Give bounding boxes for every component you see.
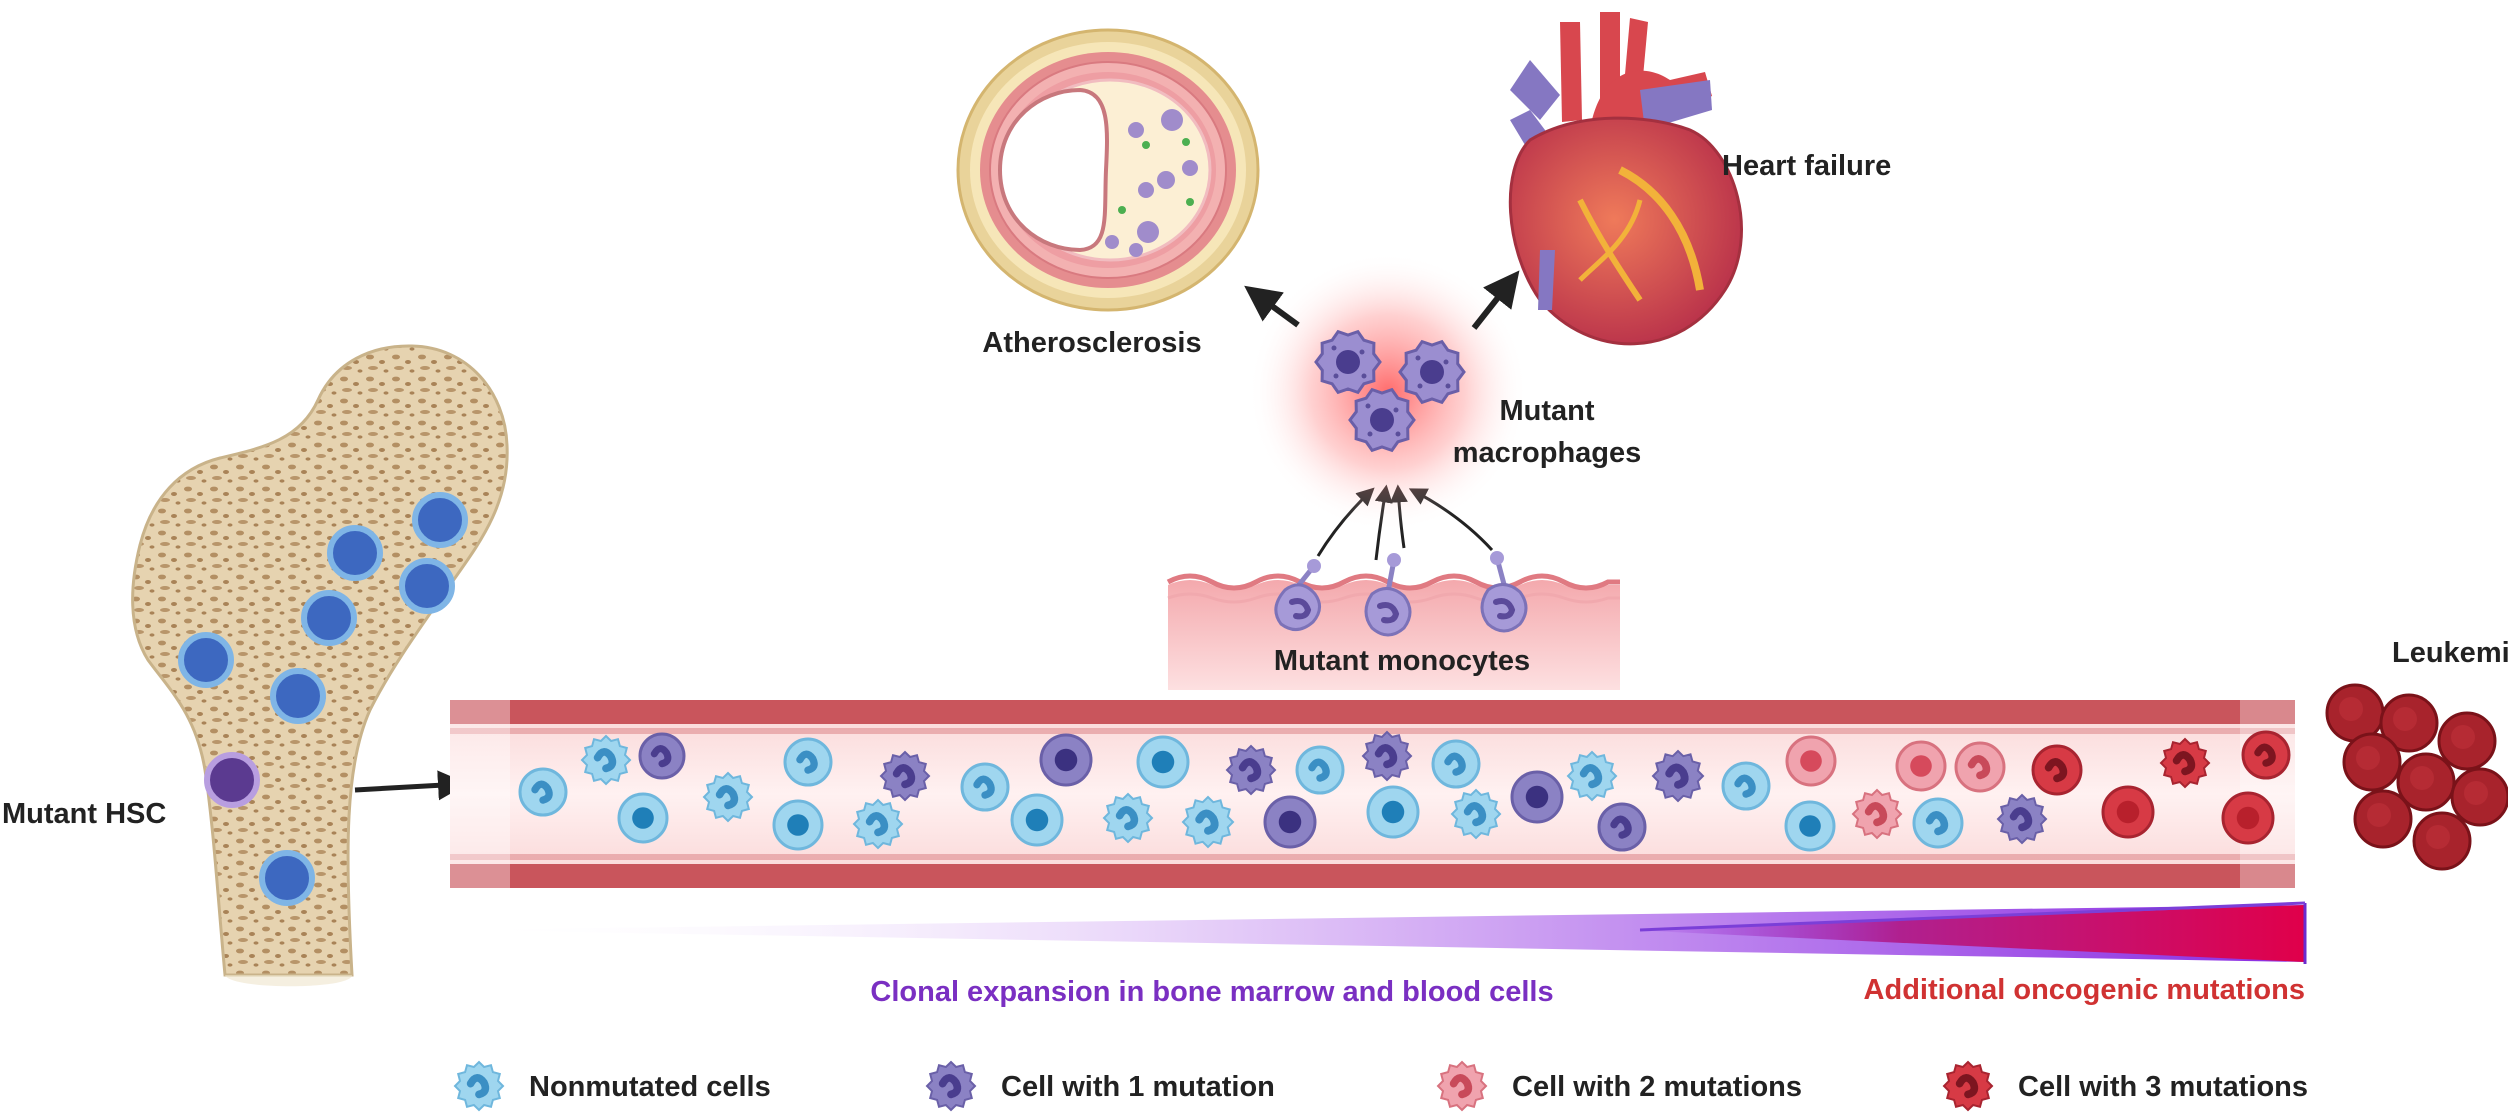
blood-cell <box>638 732 686 780</box>
macrophage-cell <box>1398 339 1466 405</box>
blood-cell <box>783 737 833 787</box>
blood-cell <box>1510 770 1564 824</box>
blood-cell <box>2031 744 2083 796</box>
additional-mutations-label: Additional oncogenic mutations <box>1864 974 2305 1006</box>
blood-cell <box>1225 744 1277 796</box>
blood-cell <box>1895 740 1947 792</box>
legend-item: Cell with 1 mutation <box>925 1060 1275 1112</box>
blood-cell <box>1263 795 1317 849</box>
blood-cell <box>580 734 632 786</box>
blood-cell <box>1366 785 1420 839</box>
mutant-monocytes-label: Mutant monocytes <box>1274 645 1530 677</box>
arrow-to-atherosclerosis <box>1244 285 1300 328</box>
blood-cell <box>960 762 1010 812</box>
vessel-cells <box>518 730 2291 852</box>
artery-cross-section <box>956 28 1260 312</box>
blood-cell <box>1431 739 1481 789</box>
legend-label: Cell with 1 mutation <box>1001 1071 1275 1103</box>
macrophage-cell <box>1314 329 1382 395</box>
macrophage-cell <box>1348 387 1416 453</box>
blood-cell <box>1361 730 1413 782</box>
hsc-cell <box>270 668 326 724</box>
monocyte-cell <box>1274 559 1321 631</box>
leukemia-cell <box>2379 693 2439 753</box>
blood-cell <box>1954 741 2006 793</box>
blood-cell <box>1010 793 1064 847</box>
heart-failure-label: Heart failure <box>1722 150 1891 182</box>
leukemia-cell <box>2353 789 2413 849</box>
hsc-cell <box>259 850 315 906</box>
blood-cell <box>879 750 931 802</box>
blood-cell <box>1102 792 1154 844</box>
plaque-particles <box>1105 109 1198 257</box>
legend-label: Cell with 2 mutations <box>1512 1071 1802 1103</box>
leukemia-cell-cluster <box>2325 683 2508 871</box>
blood-cell <box>1450 788 1502 840</box>
mutant-macrophages-label-line1: Mutant <box>1499 395 1594 427</box>
hsc-cell <box>399 558 455 614</box>
mutant-monocytes <box>1274 551 1528 637</box>
hsc-cell <box>301 590 357 646</box>
blood-cell <box>1566 750 1618 802</box>
blood-cell <box>2159 737 2211 789</box>
monocyte-cell <box>1480 551 1528 633</box>
blood-cell <box>1295 745 1345 795</box>
blood-cell <box>1651 749 1705 803</box>
leukemia-cell <box>2396 752 2456 812</box>
leukemia-label: Leukemia <box>2392 637 2508 669</box>
mutant-hsc-label: Mutant HSC <box>2 798 166 830</box>
atherosclerosis-label: Atherosclerosis <box>982 327 1201 359</box>
legend-label: Cell with 3 mutations <box>2018 1071 2308 1103</box>
hsc-cell <box>327 525 383 581</box>
hsc-cell <box>412 492 468 548</box>
leukemia-cell <box>2325 683 2385 743</box>
blood-cell <box>1039 733 1093 787</box>
blood-cell <box>1996 793 2048 845</box>
legend: Nonmutated cells Cell with 1 mutation Cell… <box>453 1060 2308 1112</box>
blood-cell <box>1785 735 1837 787</box>
blood-cell <box>617 792 669 844</box>
blood-cell <box>1597 802 1647 852</box>
hsc-cell <box>178 632 234 688</box>
blood-cell <box>1721 761 1771 811</box>
one-mutation-cell-icon <box>925 1060 977 1112</box>
clonal-expansion-label: Clonal expansion in bone marrow and bloo… <box>870 976 1553 1008</box>
legend-item: Cell with 3 mutations <box>1942 1060 2308 1112</box>
bone-stem-cells <box>178 492 468 906</box>
blood-cell <box>852 798 904 850</box>
mutant-macrophages <box>1314 329 1466 453</box>
leukemia-cell <box>2450 767 2508 827</box>
mutant-macrophages-label-line2: macrophages <box>1453 437 1642 469</box>
blood-cell <box>1851 788 1903 840</box>
blood-cell <box>1784 800 1836 852</box>
blood-cell <box>1136 735 1190 789</box>
legend-item: Nonmutated cells <box>453 1060 771 1112</box>
nonmutated-cell-icon <box>453 1060 505 1112</box>
three-mutation-cell-icon <box>1942 1060 1994 1112</box>
blood-cell <box>702 771 754 823</box>
monocyte-cell <box>1364 553 1412 637</box>
legend-item: Cell with 2 mutations <box>1436 1060 1802 1112</box>
blood-cell <box>1181 795 1235 849</box>
mutant-hsc-cell <box>204 752 260 808</box>
blood-cell <box>772 799 824 851</box>
leukemia-cell <box>2342 732 2402 792</box>
two-mutation-cell-icon <box>1436 1060 1488 1112</box>
blood-cell <box>2221 791 2275 845</box>
blood-cell <box>2101 785 2155 839</box>
legend-label: Nonmutated cells <box>529 1071 771 1103</box>
blood-cell <box>1912 797 1964 849</box>
bone-femur <box>131 344 509 987</box>
heart-illustration <box>1508 12 1743 346</box>
mutation-gradient-wedge <box>455 901 2307 964</box>
blood-cell <box>2241 730 2291 780</box>
blood-cell <box>518 767 568 817</box>
bone-to-vessel-arrow <box>354 770 468 801</box>
leukemia-cell <box>2437 711 2497 771</box>
leukemia-cell <box>2412 811 2472 871</box>
arrow-to-heart-failure <box>1471 270 1520 330</box>
